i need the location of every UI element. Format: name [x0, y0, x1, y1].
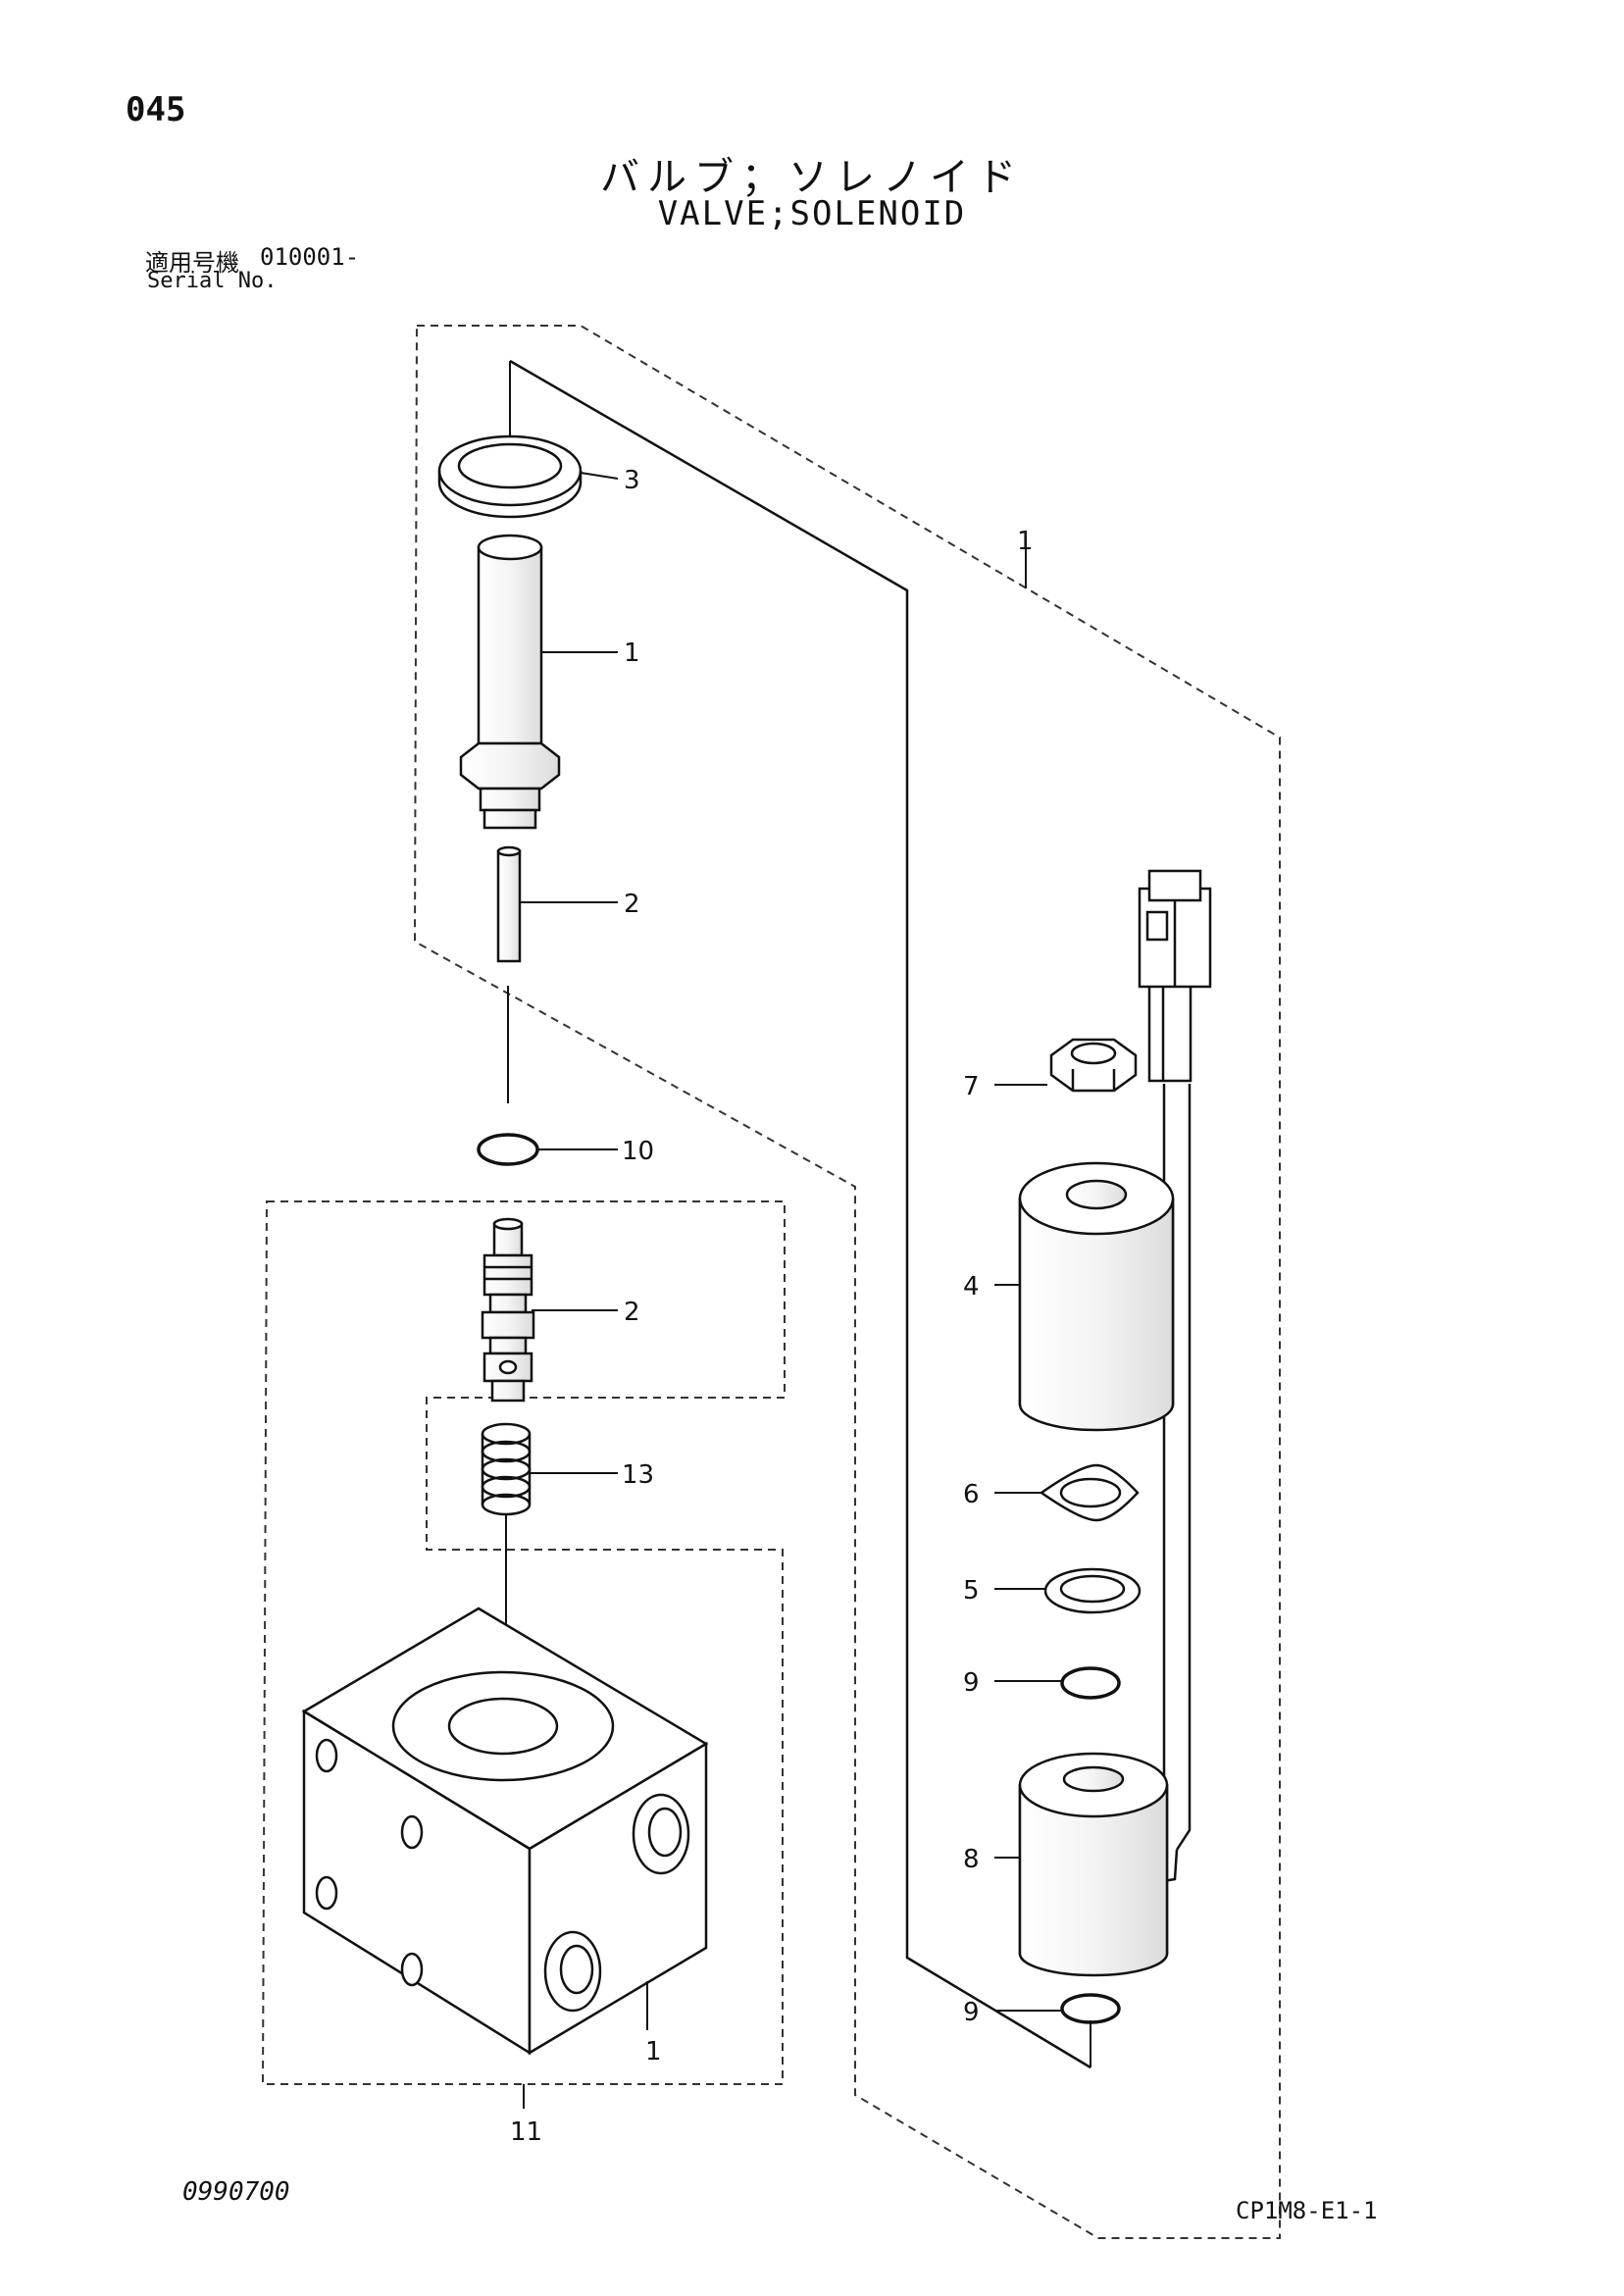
footer-left-code: 0990700 [182, 2177, 290, 2207]
callout-2-spool: 2 [624, 1298, 640, 1327]
hex-nut-part [1049, 1038, 1138, 1093]
sleeve-tube-part [459, 534, 561, 830]
page-number: 045 [126, 90, 186, 129]
callout-8: 8 [963, 1845, 980, 1874]
callout-1-sleeve: 1 [624, 638, 640, 668]
serial-label-english: Serial No. [147, 269, 278, 293]
title-english: VALVE;SOLENOID [657, 194, 967, 233]
callout-6: 6 [963, 1480, 980, 1509]
spring-part [481, 1422, 532, 1516]
o-ring-10-part [477, 1133, 539, 1166]
callout-3: 3 [624, 466, 640, 495]
cartridge-assembly-dashed-boundary [261, 1200, 786, 2085]
callout-9-upper: 9 [963, 1668, 980, 1698]
valve-body-block-part [301, 1607, 709, 2056]
callout-7: 7 [963, 1072, 980, 1101]
gasket-part [1039, 1463, 1140, 1522]
washer-part [1043, 1567, 1142, 1614]
ring-seal-part [437, 434, 583, 519]
outer-assembly-dashed-boundary [413, 325, 1281, 2239]
solenoid-housing-part [1018, 1752, 1169, 1977]
assembly-outline [261, 325, 1281, 2239]
o-ring-9-upper-part [1060, 1666, 1121, 1700]
callout-9-lower: 9 [963, 1998, 980, 2027]
callout-1-body: 1 [645, 2037, 662, 2066]
title-japanese: バルブ；ソレノイド [600, 155, 1024, 200]
leader-lines [520, 472, 1062, 2109]
spool-part [481, 1217, 535, 1403]
callout-2-pin: 2 [624, 890, 640, 919]
callout-10: 10 [622, 1137, 654, 1166]
serial-label-japanese: 適用号機 [145, 249, 239, 277]
pin-part [496, 845, 522, 963]
serial-value: 010001- [260, 243, 360, 271]
callout-11: 11 [510, 2117, 542, 2147]
solenoid-assembly-solid-boundary [509, 359, 1091, 2069]
callout-5: 5 [963, 1576, 980, 1606]
o-ring-9-lower-part [1060, 1993, 1121, 2024]
coil-part [1018, 1161, 1175, 1432]
footer-right-code: CP1M8-E1-1 [1236, 2197, 1378, 2224]
callout-13: 13 [622, 1460, 654, 1490]
callout-4: 4 [963, 1272, 980, 1301]
callout-1-assembly: 1 [1017, 527, 1034, 556]
